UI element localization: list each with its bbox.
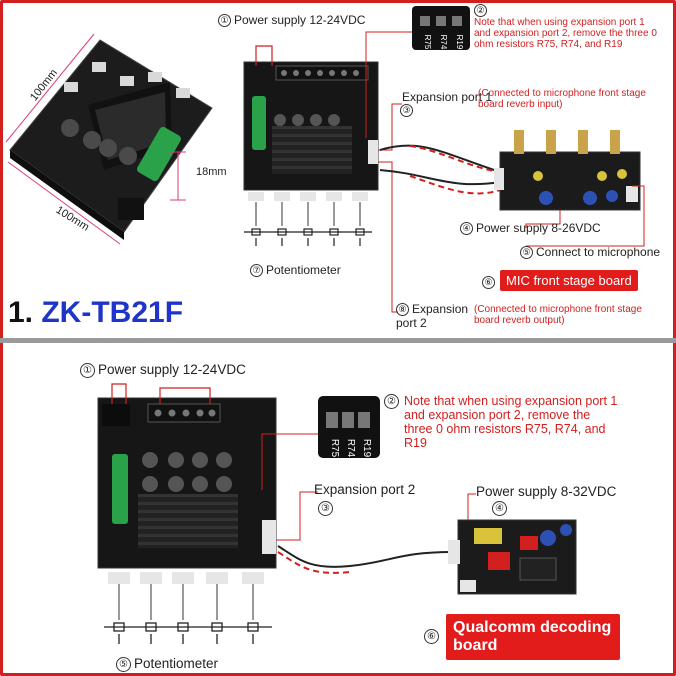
callout-3-top: ③ [400, 104, 416, 117]
note-leader-bottom [261, 433, 318, 490]
note-top: ② Note that when using expansion port 1 … [474, 4, 657, 50]
mic-board [494, 130, 641, 211]
mic-board-label: MIC front stage board [500, 270, 638, 291]
callout-3-bottom: ③ [318, 500, 336, 516]
callout-1: ① [218, 14, 231, 27]
mic-board-leaders [525, 185, 645, 247]
decoding-board [448, 519, 577, 595]
potentiometer-symbols-bottom [104, 622, 272, 644]
expansion-port-1-note: (Connected to microphone front stage boa… [478, 88, 646, 110]
expansion-port-1: Expansion port 1 [402, 90, 493, 104]
dim-height: 18mm [196, 166, 227, 178]
decoding-board-leader [467, 493, 476, 520]
expansion-leaders-top [378, 103, 402, 313]
callout-2: ② [474, 4, 487, 17]
board-top-view-bottom [97, 397, 277, 584]
callout-6-bottom: ⑥ [424, 628, 442, 644]
resistor-inset-bottom [318, 396, 380, 458]
expansion-port-2-bottom: Expansion port 2 [314, 482, 416, 497]
callout-6-top: ⑥ [482, 276, 498, 289]
board-3d-photo [9, 39, 213, 240]
note-bottom: ② Note that when using expansion port 1 … [384, 394, 618, 450]
board-top-view [243, 61, 379, 201]
resistor-label: R19 [455, 35, 464, 50]
power-supply-board: Power supply 8-32VDC [476, 484, 617, 499]
pot-connector-lines-top [255, 202, 361, 226]
resistor-inset-top [412, 6, 470, 50]
resistor-label: R75 [329, 439, 340, 458]
pot-connector-lines-bottom [118, 584, 254, 620]
expansion-leader-bottom [276, 491, 318, 541]
power-bracket-top [255, 45, 273, 66]
resistor-label: R74 [345, 439, 356, 458]
expansion-port-2-note: (Connected to microphone front stage boa… [474, 304, 642, 326]
resistor-label: R19 [361, 439, 372, 458]
section-divider [0, 338, 676, 343]
power-bracket-bottom [111, 383, 211, 404]
potentiometer-symbols-top [244, 228, 372, 246]
resistor-label: R75 [423, 35, 432, 50]
resistor-label: R74 [439, 35, 448, 50]
cables-top [379, 144, 501, 195]
callout-4-bottom: ④ [492, 500, 510, 516]
note-leader-top [365, 31, 412, 138]
dimension-lines [5, 33, 186, 245]
decoding-board-label: Qualcomm decoding board [446, 614, 620, 660]
model-title: 1. ZK-TB21F [8, 296, 184, 329]
cable-bottom [277, 545, 453, 574]
